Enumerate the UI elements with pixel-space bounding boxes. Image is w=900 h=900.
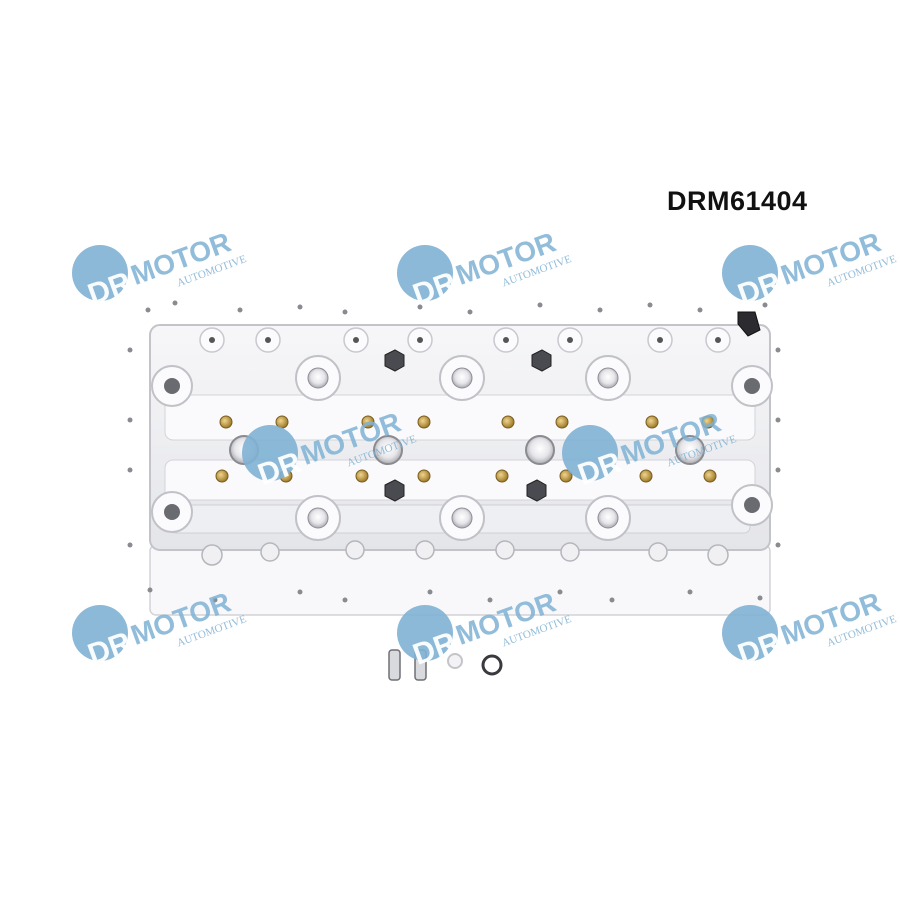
- valve-guides: [215, 415, 717, 483]
- bolt-bosses: [151, 355, 773, 541]
- top-bosses: [199, 327, 731, 353]
- part-number-label: DRM61404: [667, 186, 808, 216]
- injector-bores: [229, 435, 705, 465]
- lower-ports: [201, 540, 729, 566]
- drill-holes: [127, 300, 781, 603]
- hex-bolts: [384, 349, 552, 502]
- side-port: [737, 311, 761, 337]
- seal-ring: [481, 654, 503, 676]
- small-washer: [447, 653, 463, 669]
